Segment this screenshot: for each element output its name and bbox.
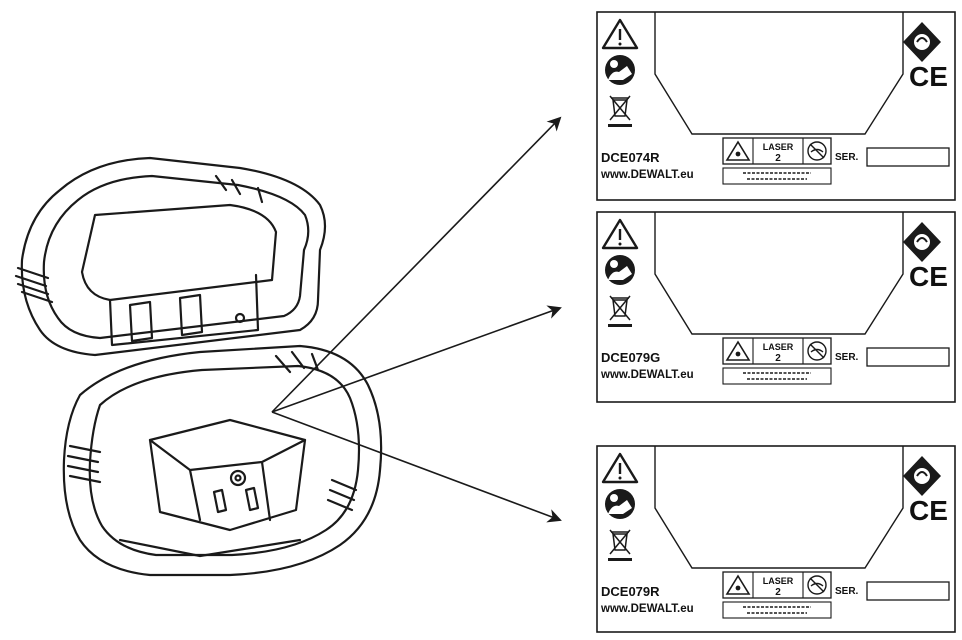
model-number: DCE074R bbox=[601, 150, 660, 165]
read-manual-icon bbox=[605, 489, 635, 519]
laser-spec-fineprint bbox=[722, 601, 832, 619]
ce-mark: CE bbox=[909, 61, 948, 92]
rcm-mark-icon bbox=[903, 22, 941, 62]
crossed-bin-icon bbox=[609, 95, 631, 121]
laser-level-illustration bbox=[14, 156, 383, 577]
read-manual-icon bbox=[605, 255, 635, 285]
front-bumper-inner bbox=[88, 364, 361, 557]
laser-class: 2 bbox=[775, 153, 781, 164]
screw-back bbox=[234, 312, 246, 324]
label-cutout-outline bbox=[654, 212, 904, 335]
front-bumper-outer bbox=[62, 344, 383, 577]
back-bumper-ribs bbox=[14, 174, 264, 304]
front-recess-edges bbox=[148, 438, 307, 522]
back-window bbox=[80, 203, 278, 302]
laser-word: LASER bbox=[763, 342, 794, 352]
front-base-edge bbox=[118, 538, 302, 558]
label-cutout-outline bbox=[654, 446, 904, 569]
crossed-bin-icon bbox=[609, 529, 631, 555]
laser-warning-icon bbox=[725, 340, 751, 361]
website-url: www.DEWALT.eu bbox=[600, 369, 694, 381]
slot-right bbox=[178, 293, 204, 337]
serial-number-box bbox=[866, 581, 950, 601]
model-number: DCE079R bbox=[601, 584, 660, 599]
warning-triangle-icon bbox=[601, 218, 639, 250]
slot-left bbox=[128, 300, 154, 343]
laser-spec-fineprint bbox=[722, 167, 832, 185]
website-url: www.DEWALT.eu bbox=[600, 169, 694, 181]
pointer-arrows bbox=[271, 116, 562, 523]
no-stare-icon bbox=[807, 141, 827, 161]
arrow-to-label-3 bbox=[271, 411, 562, 523]
rcm-mark-icon bbox=[903, 456, 941, 496]
rcm-mark-icon bbox=[903, 222, 941, 262]
serial-label: SER. bbox=[835, 586, 859, 597]
laser-word: LASER bbox=[763, 142, 794, 152]
laser-class: 2 bbox=[775, 587, 781, 598]
serial-number-box bbox=[866, 147, 950, 167]
screw-front bbox=[229, 469, 247, 487]
label-cutout-outline bbox=[654, 12, 904, 135]
no-stare-icon bbox=[807, 341, 827, 361]
serial-label: SER. bbox=[835, 352, 859, 363]
model-number: DCE079G bbox=[601, 350, 660, 365]
label-border bbox=[596, 445, 956, 633]
serial-number-box bbox=[866, 347, 950, 367]
back-bumper-inner bbox=[42, 174, 310, 340]
laser-spec-fineprint bbox=[722, 367, 832, 385]
warning-triangle-icon bbox=[601, 18, 639, 50]
laser-warning-icon bbox=[725, 140, 751, 161]
front-bumper-ribs bbox=[66, 350, 358, 512]
warning-triangle-icon bbox=[601, 452, 639, 484]
serial-label: SER. bbox=[835, 152, 859, 163]
front-recess bbox=[148, 418, 307, 532]
arrow-to-label-1 bbox=[271, 116, 562, 413]
arrow-to-label-2 bbox=[271, 305, 562, 413]
laser-word: LASER bbox=[763, 576, 794, 586]
front-tabs bbox=[212, 486, 260, 514]
back-inner-box bbox=[108, 273, 260, 347]
website-url: www.DEWALT.eu bbox=[600, 603, 694, 615]
back-bumper-outer bbox=[20, 156, 327, 357]
read-manual-icon bbox=[605, 55, 635, 85]
screw-front-center bbox=[234, 474, 242, 482]
laser-warning-icon bbox=[725, 574, 751, 595]
laser-class: 2 bbox=[775, 353, 781, 364]
no-stare-icon bbox=[807, 575, 827, 595]
crossed-bin-icon bbox=[609, 295, 631, 321]
ce-mark: CE bbox=[909, 261, 948, 292]
ce-mark: CE bbox=[909, 495, 948, 526]
